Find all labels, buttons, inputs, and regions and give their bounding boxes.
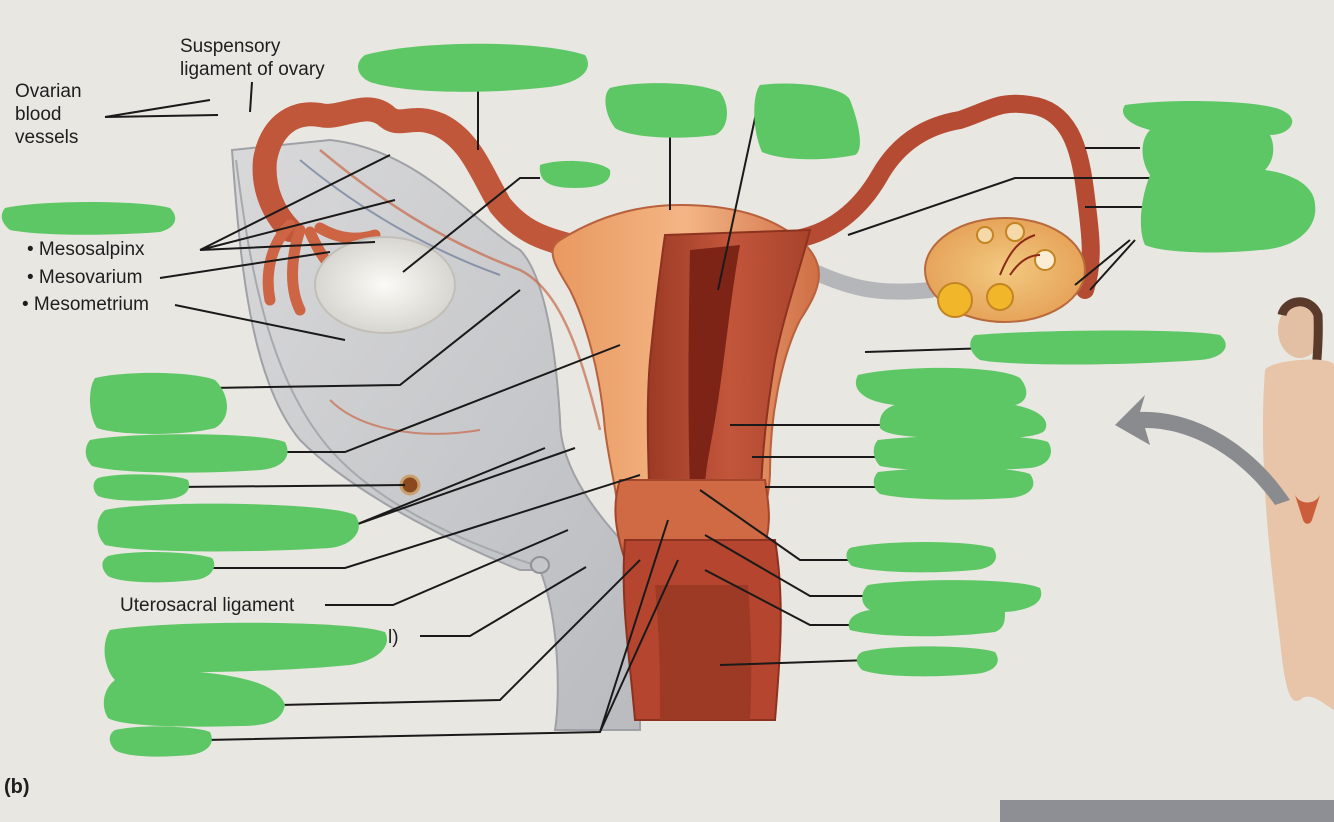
mask-left-7 (110, 726, 212, 756)
mask-right-2 (874, 436, 1051, 471)
mask-right-upper (1123, 101, 1315, 253)
mask-right-3 (874, 468, 1034, 500)
mask-right-ligament (970, 330, 1225, 364)
uterosacral-ligament-label: Uterosacral ligament (120, 594, 294, 617)
mask-right-6 (857, 646, 998, 676)
mask-left-5 (102, 552, 214, 582)
mask-left-1 (90, 373, 227, 434)
mesovarium-label: • Mesovarium (27, 266, 142, 289)
panel-label: (b) (4, 776, 30, 799)
mesometrium-label: • Mesometrium (22, 293, 149, 316)
partial-label-paren: l) (388, 626, 399, 649)
mask-right-4 (846, 542, 996, 572)
mask-top-center (358, 44, 588, 92)
vaginal-lumen (655, 585, 751, 720)
mask-left-upper (2, 202, 175, 235)
mask-top-uterus (605, 83, 727, 138)
mask-top-cavity (754, 83, 860, 159)
ovarian-blood-vessels-label: Ovarian blood vessels (15, 80, 82, 149)
mask-right-1 (856, 368, 1046, 439)
left-ovary (315, 237, 455, 333)
mask-left-4 (98, 504, 359, 552)
suspensory-ligament-label: Suspensory ligament of ovary (180, 35, 325, 81)
mask-ovary-small (540, 161, 610, 188)
right-ovary-section (925, 218, 1085, 322)
mask-left-2 (86, 434, 288, 472)
mesosalpinx-label: • Mesosalpinx (27, 238, 145, 261)
mask-left-3 (94, 474, 190, 500)
